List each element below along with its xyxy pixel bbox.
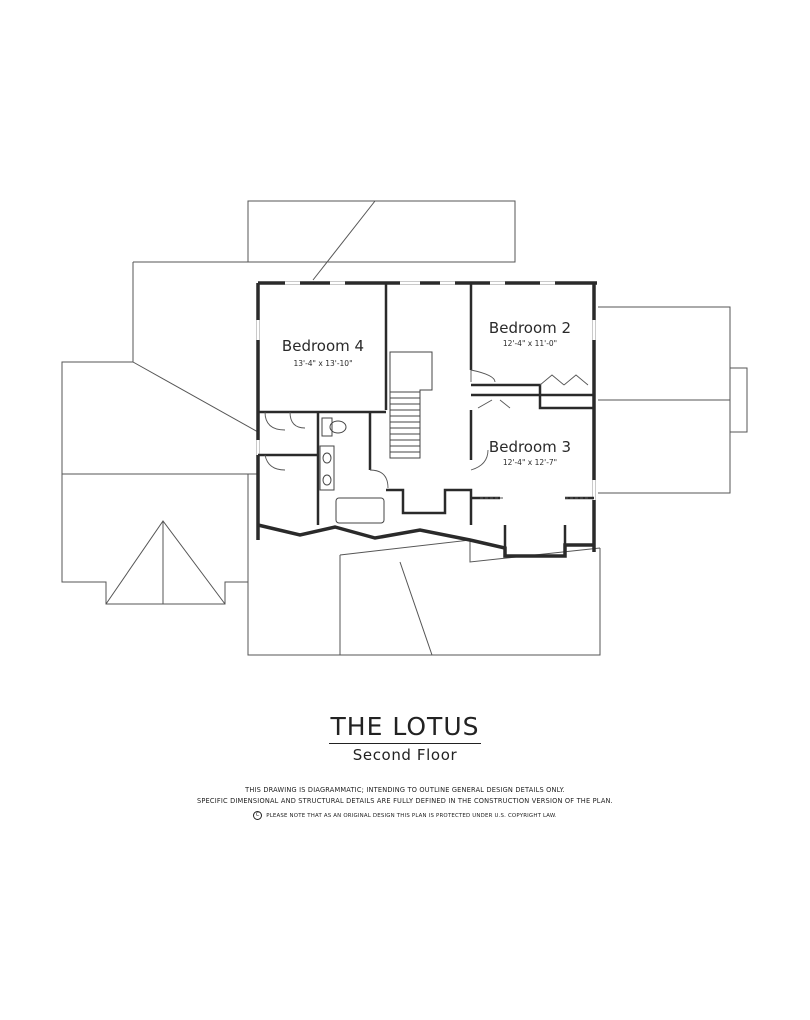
bath-fixtures — [319, 417, 385, 524]
plan-subtitle: Second Floor — [0, 743, 810, 764]
roof-outlines — [61, 200, 748, 656]
sink-2 — [322, 474, 332, 486]
bedroom-3-dims: 12'-4" x 12'-7" — [503, 458, 557, 467]
vanity — [319, 445, 335, 491]
plan-title: THE LOTUS — [0, 712, 810, 744]
roof-left-upper — [61, 261, 260, 475]
roof-top-block — [247, 200, 516, 263]
bedroom-2-dims: 12'-4" x 11'-0" — [503, 339, 557, 348]
bedroom-4-dims: 13'-4" x 13'-10" — [293, 359, 352, 368]
stair — [389, 351, 433, 459]
hall-south-wall — [386, 488, 473, 525]
roof-left-hip — [62, 361, 259, 475]
roof-top-ridge — [312, 200, 376, 281]
disclaimer-line-2: SPECIFIC DIMENSIONAL AND STRUCTURAL DETA… — [197, 797, 613, 805]
roof-bottom-block — [247, 525, 601, 656]
bath-wall — [258, 412, 320, 525]
door-swings — [264, 369, 590, 499]
roof-left-gable — [105, 520, 226, 605]
tub — [335, 497, 385, 524]
roof-right-bay — [730, 367, 748, 433]
toilet-tank — [321, 417, 333, 437]
roof-left-lower — [61, 474, 249, 605]
bed3-closets — [471, 496, 594, 548]
bedroom-3-name: Bedroom 3 — [489, 438, 571, 456]
windows — [256, 281, 596, 500]
toilet-bowl — [329, 420, 347, 434]
bedroom-4-name: Bedroom 4 — [282, 337, 364, 355]
disclaimer-line-1: THIS DRAWING IS DIAGRAMMATIC; INTENDING … — [245, 786, 565, 794]
bed2-closet-wall — [471, 383, 594, 410]
bedroom-2-name: Bedroom 2 — [489, 319, 571, 337]
copyright-text: PLEASE NOTE THAT AS AN ORIGINAL DESIGN T… — [266, 813, 557, 819]
sink-1 — [322, 452, 332, 464]
copyright-icon: C — [253, 811, 263, 820]
south-wall — [257, 523, 594, 558]
